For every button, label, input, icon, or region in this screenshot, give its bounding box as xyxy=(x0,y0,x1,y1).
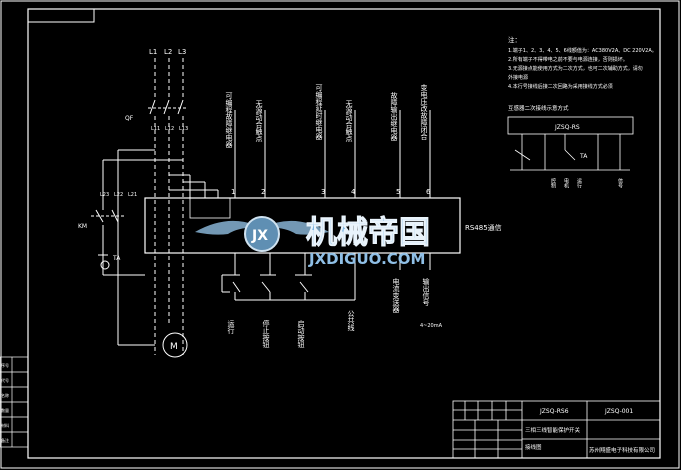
protector-device xyxy=(144,197,461,254)
vlabel-6: 变电压改故障闭合 xyxy=(420,83,428,141)
terminal-num-5: 5 xyxy=(396,188,400,196)
watermark: JX 机械帝国 JXDIGUO.COM xyxy=(195,215,431,268)
vlabel-1: 可编程故障继电器 xyxy=(225,92,233,149)
notes-title: 注： xyxy=(508,35,521,44)
title-desc-1: 三相三线智能保护开关 xyxy=(525,426,581,434)
label-ta: TA xyxy=(112,255,121,262)
phase-lines xyxy=(91,58,219,355)
left-table-cell-6: 备注 xyxy=(1,437,9,443)
left-table-cell-4: 数量 xyxy=(1,407,9,413)
watermark-emblem xyxy=(244,216,280,252)
vlabel-3: 可编程延时继电器 xyxy=(315,84,323,141)
vlabel-5: 故障输出继电器 xyxy=(390,91,398,142)
secondary-model: JZSQ-RS xyxy=(554,124,580,131)
terminal-strip xyxy=(189,197,231,219)
label-l13: L13 xyxy=(179,126,188,132)
secondary-col-4: 信号 xyxy=(617,177,623,189)
terminal-num-1: 1 xyxy=(231,188,235,196)
left-table-cell-5: 材料 xyxy=(1,422,9,428)
left-table xyxy=(0,356,29,448)
left-table-cell-1: 序号 xyxy=(1,362,9,368)
secondary-col-1: 控制 xyxy=(550,177,556,189)
bottom-circuit xyxy=(221,253,431,301)
label-km: KM xyxy=(78,223,87,230)
secondary-model-box xyxy=(507,116,634,135)
watermark-wing-right xyxy=(262,220,329,235)
title-drawing-no: JZSQ-001 xyxy=(604,408,633,415)
output-note: 4~20mA xyxy=(420,323,443,329)
secondary-col-2: 电机 xyxy=(563,177,569,189)
terminal-num-3: 3 xyxy=(321,188,325,196)
left-table-cell-3: 名称 xyxy=(1,392,9,398)
motor-symbol xyxy=(162,332,188,358)
bottom-label-common: 公共线 xyxy=(347,310,355,331)
title-code: JZSQ-RS6 xyxy=(539,408,569,415)
secondary-title: 互感器二次接线示意方式 xyxy=(508,104,569,112)
title-company: 苏州翔盛电子科技有限公司 xyxy=(589,446,655,454)
motor-label: M xyxy=(170,342,178,352)
bottom-label-start: 启动按钮 xyxy=(297,319,305,349)
secondary-lines xyxy=(510,134,630,171)
label-l23: L23 xyxy=(100,192,109,198)
vlabel-2: 无源动合触点 xyxy=(255,100,263,143)
notes-line-3: 3.无源接点能使用方式为二次方式，也可二次辅助方式，请勿 xyxy=(508,65,643,72)
inner-frame xyxy=(27,8,661,459)
corner-box xyxy=(27,8,95,23)
watermark-wing-left xyxy=(195,220,262,235)
label-l22: L22 xyxy=(114,192,123,198)
secondary-col-3: 运行 xyxy=(576,177,582,189)
left-table-cell-2: 代号 xyxy=(1,377,9,383)
label-l3: L3 xyxy=(178,48,186,56)
label-qf: QF xyxy=(125,115,134,122)
bottom-label-output: 输出信号 xyxy=(422,277,430,307)
label-l21: L21 xyxy=(128,192,137,198)
rs485-label: RS485通信 xyxy=(465,223,502,232)
signal-lines-top xyxy=(234,110,431,198)
notes-line-5: 4.本行号接线后接二次回路为采用接线方式必须 xyxy=(508,83,613,90)
label-l1: L1 xyxy=(149,48,157,56)
terminal-num-2: 2 xyxy=(261,188,265,196)
watermark-cn: 机械帝国 xyxy=(306,215,430,251)
label-l11: L11 xyxy=(151,126,160,132)
notes-line-2: 2.所有端子不得带电之前不要与电源连接，否则损坏。 xyxy=(508,56,628,63)
bottom-label-ct: 电流变送器 xyxy=(392,277,400,314)
title-desc-2: 接线图 xyxy=(525,443,542,451)
notes-line-4: 外接电源 xyxy=(508,74,528,81)
vlabel-4: 无源动合触点 xyxy=(345,100,353,143)
title-block xyxy=(452,400,661,459)
secondary-ta: TA xyxy=(579,153,588,160)
notes-line-1: 1.端子1、2、3、4、5、6线额值为：AC380V2A、DC 220V2A。 xyxy=(508,47,657,54)
watermark-en: JXDIGUO.COM xyxy=(308,250,425,268)
label-l2: L2 xyxy=(164,48,172,56)
terminal-num-6: 6 xyxy=(426,188,431,196)
bottom-label-stop: 停止按钮 xyxy=(262,319,270,349)
label-l12: L12 xyxy=(165,126,174,132)
watermark-logo: JX xyxy=(251,228,268,244)
terminal-num-4: 4 xyxy=(351,188,356,196)
bottom-label-run: 运行 xyxy=(227,320,235,335)
